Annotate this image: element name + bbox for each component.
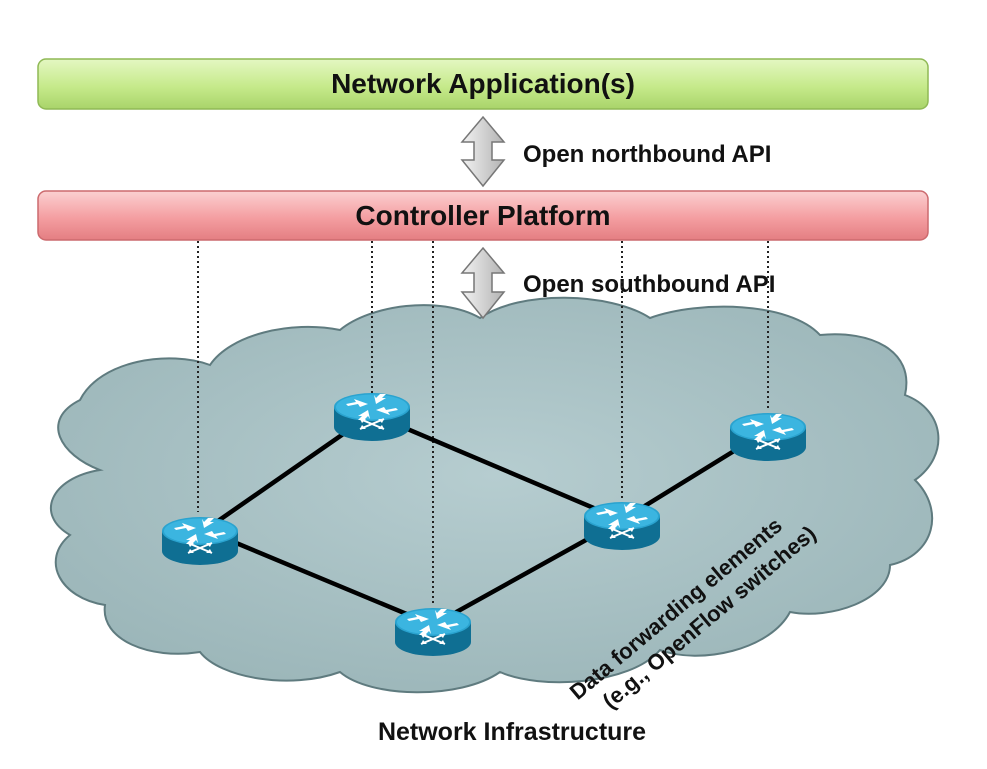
controller-layer-label: Controller Platform	[355, 200, 610, 231]
network-infrastructure-label: Network Infrastructure	[378, 718, 646, 746]
switch-left	[161, 516, 239, 566]
control-links	[197, 241, 769, 605]
network-infrastructure-cloud	[50, 296, 940, 694]
switch-top	[333, 392, 411, 442]
northbound-double-arrow	[460, 115, 506, 188]
switch-bottom	[394, 607, 472, 657]
switch-right	[729, 412, 807, 462]
southbound-api-label: Open southbound API	[523, 271, 775, 298]
switch-center	[583, 501, 661, 551]
link-left-bottom	[202, 527, 436, 628]
northbound-api-label: Open northbound API	[523, 141, 771, 168]
application-layer: Network Application(s)	[37, 58, 929, 110]
controller-layer: Controller Platform	[37, 190, 929, 241]
southbound-double-arrow	[460, 246, 506, 320]
application-layer-label: Network Application(s)	[331, 68, 635, 99]
link-top-center	[369, 411, 625, 523]
